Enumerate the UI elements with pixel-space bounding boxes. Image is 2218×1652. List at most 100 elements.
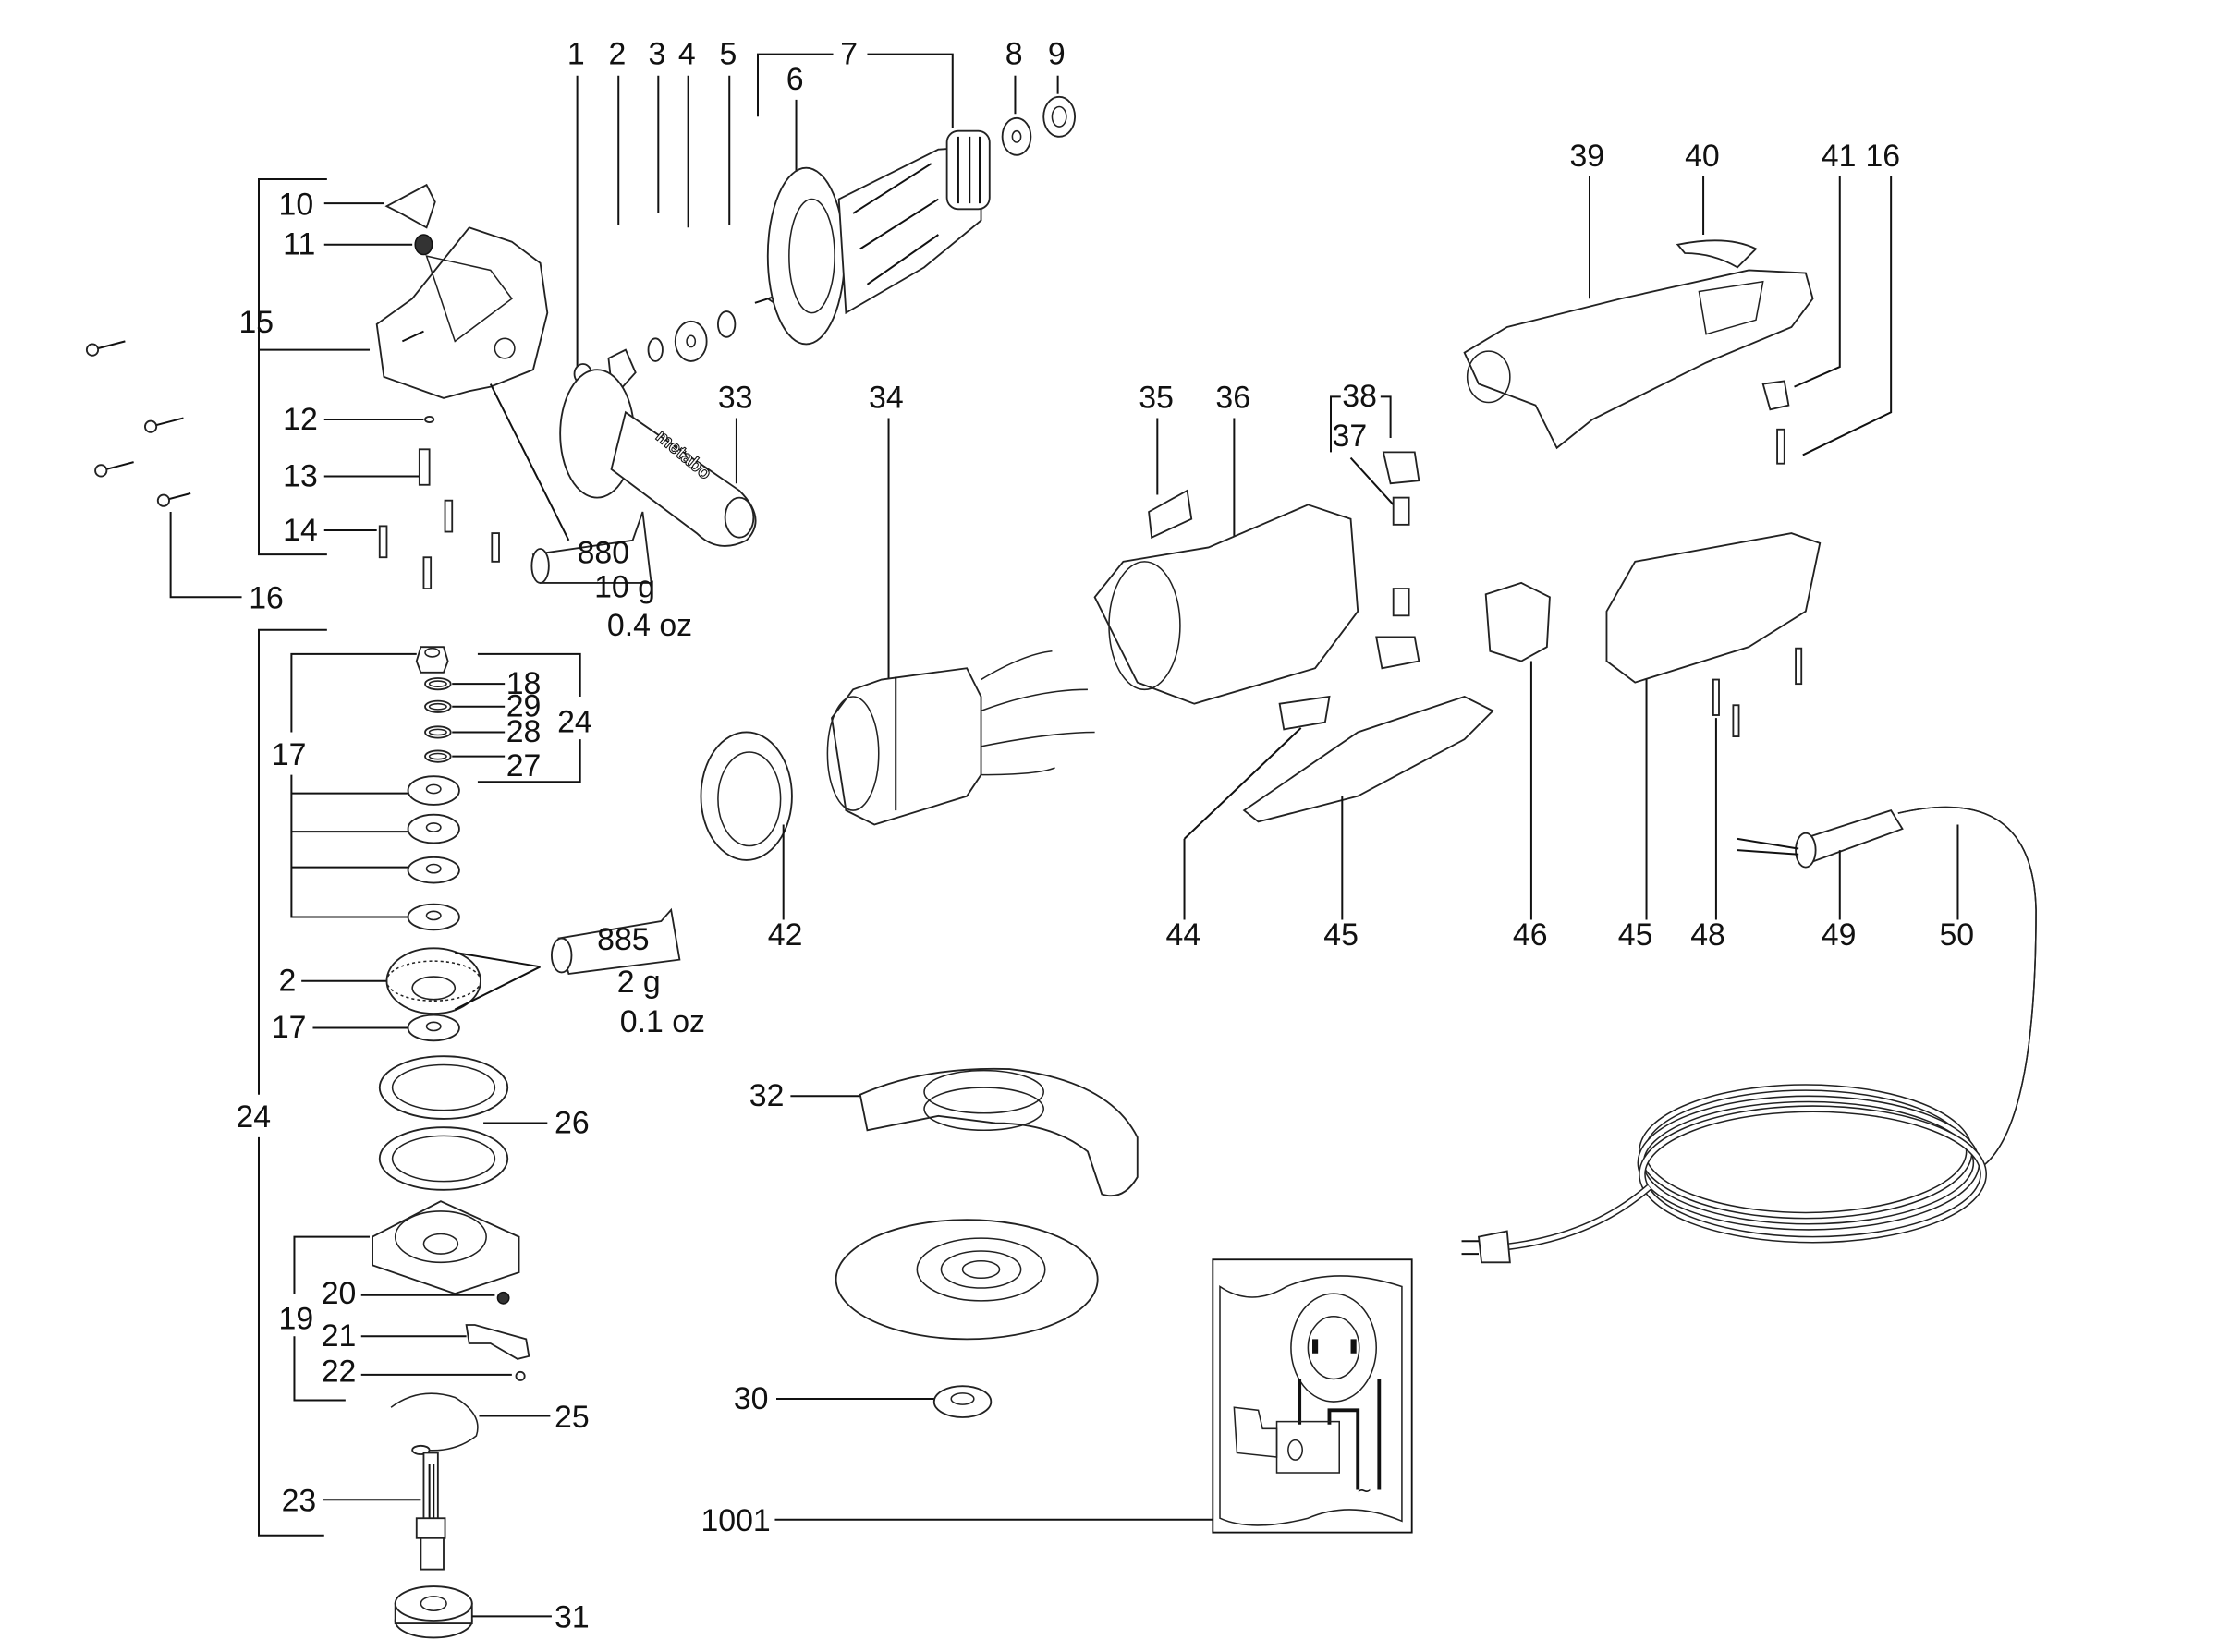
spring-wire-part	[390, 1392, 479, 1452]
washer-part	[717, 310, 737, 338]
motor-housing-part	[1093, 504, 1359, 705]
brush-holder-part	[1375, 636, 1420, 670]
brush-holder-part	[1382, 451, 1420, 485]
callout-20: 20	[322, 1276, 357, 1311]
callout-46: 46	[1513, 917, 1548, 953]
callout-12: 12	[283, 402, 318, 437]
spindle-lock-part	[465, 1324, 530, 1360]
callout-42: 42	[768, 917, 803, 953]
callout-14: 14	[283, 513, 318, 548]
callout-11: 11	[283, 227, 315, 262]
switch-part	[1484, 581, 1551, 662]
callout-50: 50	[1939, 917, 1974, 953]
label-part	[1148, 489, 1193, 540]
armature-parts	[573, 95, 1076, 388]
guard-group: 32 30 1001 ~	[701, 1067, 1413, 1538]
gasket-part	[378, 1055, 509, 1120]
callout-1: 1	[567, 36, 585, 71]
callout-19: 19	[279, 1302, 314, 1337]
callout-9: 9	[1048, 36, 1066, 71]
callout-31: 31	[554, 1600, 590, 1635]
spring-part	[414, 234, 433, 256]
callout-10: 10	[279, 187, 314, 222]
callout-24-inner: 24	[557, 704, 592, 739]
grease-code: 880	[578, 535, 629, 570]
bearing-part	[1001, 116, 1032, 156]
callout-5: 5	[719, 36, 737, 71]
pin-part	[418, 448, 431, 486]
callout-45-right: 45	[1618, 917, 1653, 953]
callout-17-lower: 17	[272, 1010, 307, 1045]
button-part	[384, 183, 436, 229]
motor-group: 34 42 35 36 38 37	[700, 379, 1494, 953]
ac-symbol: ~	[1357, 1479, 1372, 1501]
grease-weight-imperial: 0.4 oz	[607, 608, 692, 643]
callout-32: 32	[749, 1078, 785, 1113]
cord-sleeve-part	[1801, 808, 1904, 863]
callout-2-gear: 2	[279, 963, 297, 998]
grease-tube-880: 880 10 g 0.4 oz	[530, 511, 692, 643]
gear-housing-part	[375, 226, 549, 399]
callout-25: 25	[554, 1400, 590, 1435]
washer-part	[647, 337, 664, 362]
callout-49: 49	[1822, 917, 1857, 953]
gear-housing-group: 15 10 11 12 13 14 16	[85, 178, 570, 616]
callout-21: 21	[322, 1318, 357, 1354]
callout-48: 48	[1690, 917, 1725, 953]
screws	[85, 340, 500, 589]
spindle-group: 24 17 18 29 28 27 24 2	[236, 628, 592, 1639]
grease-weight: 10 g	[594, 569, 655, 604]
auxiliary-handle-group: 33 metabo	[559, 369, 757, 547]
rear-handle-group: 39 40 41 16 46 45 48 49	[1461, 139, 2037, 1264]
callout-15: 15	[238, 305, 274, 340]
bearing-sleeve-part	[1042, 95, 1076, 138]
bearing-flange-part	[372, 1200, 520, 1295]
flange-nut-part	[415, 646, 449, 674]
plug-icon	[1477, 1230, 1511, 1264]
callout-41: 41	[1822, 139, 1857, 174]
callout-27: 27	[506, 748, 542, 783]
fan-guide-part	[700, 731, 793, 861]
callout-8: 8	[1005, 36, 1023, 71]
callout-36: 36	[1215, 381, 1250, 416]
screw-part	[1712, 678, 1720, 716]
callout-22: 22	[322, 1354, 357, 1390]
grease-tube-885: 885 2 g 0.1 oz	[551, 907, 705, 1039]
grinding-disk-part	[835, 1219, 1099, 1341]
callout-6: 6	[786, 62, 804, 97]
carbon-brush-part	[1392, 588, 1410, 617]
callout-33: 33	[718, 381, 753, 416]
callout-group-top: 1 2 3 4 5 6 7 8 9	[567, 36, 1066, 370]
handle-shell-part	[1242, 696, 1494, 823]
grease-code-885: 885	[597, 922, 649, 957]
callout-23: 23	[282, 1484, 317, 1519]
stator-part	[831, 667, 982, 826]
callout-39: 39	[1569, 139, 1604, 174]
callout-37: 37	[1333, 419, 1368, 454]
callout-26: 26	[554, 1105, 590, 1140]
callout-16-right: 16	[1865, 139, 1900, 174]
callout-13: 13	[283, 458, 318, 493]
callout-28: 28	[506, 714, 542, 749]
label-part	[1676, 239, 1758, 269]
callout-17: 17	[272, 737, 307, 772]
lock-plate-part	[407, 775, 460, 806]
callout-2: 2	[608, 36, 626, 71]
callout-3: 3	[649, 36, 666, 71]
callout-38: 38	[1342, 379, 1377, 414]
callout-4: 4	[678, 36, 696, 71]
bearing-part	[674, 320, 708, 362]
callout-29: 29	[506, 689, 542, 724]
screw-part	[1776, 428, 1785, 465]
callout-24-outer: 24	[236, 1099, 271, 1135]
grease-weight-885: 2 g	[617, 965, 661, 1000]
motor-cover-part	[1463, 269, 1814, 450]
handle-shell-part	[1605, 532, 1822, 684]
armature-part	[754, 129, 991, 346]
grease-weight-imperial-885: 0.1 oz	[620, 1004, 705, 1039]
clamping-nut-part	[932, 1385, 993, 1418]
power-cable	[1461, 806, 2037, 1264]
callout-40: 40	[1685, 139, 1720, 174]
callout-44: 44	[1166, 917, 1201, 953]
